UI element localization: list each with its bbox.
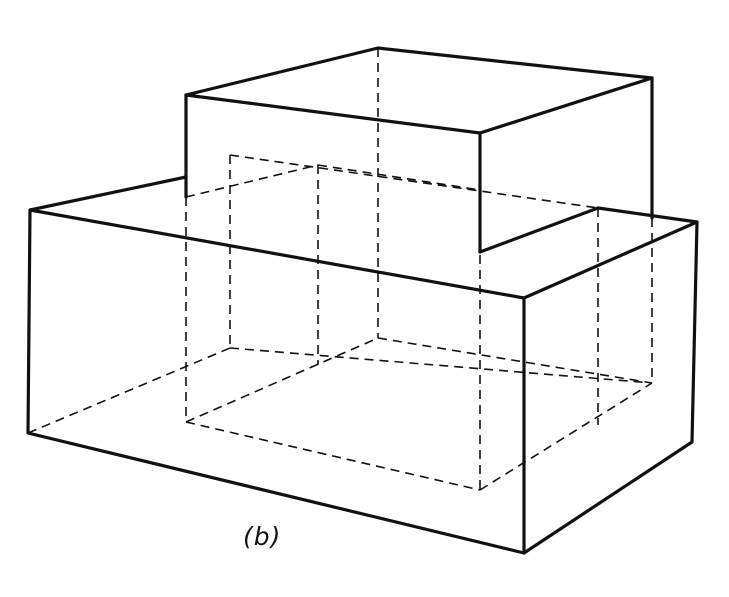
large-box-visible-edges (26, 175, 699, 555)
large-box-hidden-bottom-left (27, 347, 231, 434)
large-box-front-face (28, 175, 188, 212)
small-box-top-face (184, 46, 654, 135)
small-box-hidden-bottom-left (185, 337, 379, 423)
small-box-hidden-inner-top (185, 164, 319, 198)
small-box-visible-edges (184, 46, 654, 254)
large-box-right-face (522, 220, 699, 555)
small-box-hidden-bottom-front (185, 421, 481, 491)
figure-caption: (b) (243, 522, 282, 551)
small-box-hidden-bottom-right (479, 382, 653, 491)
large-box-hidden-top-back (229, 154, 599, 209)
small-box-hidden-edges (185, 48, 653, 491)
large-box-front-outline (26, 208, 526, 555)
large-box-top-right-edge (596, 206, 699, 224)
large-box-hidden-bottom-back (229, 347, 653, 384)
large-box-hidden-edges (27, 154, 653, 434)
small-box-step-edge (478, 206, 600, 254)
small-box-hidden-bottom-back (377, 337, 653, 384)
small-box-hidden-inner-top-right (317, 164, 481, 191)
